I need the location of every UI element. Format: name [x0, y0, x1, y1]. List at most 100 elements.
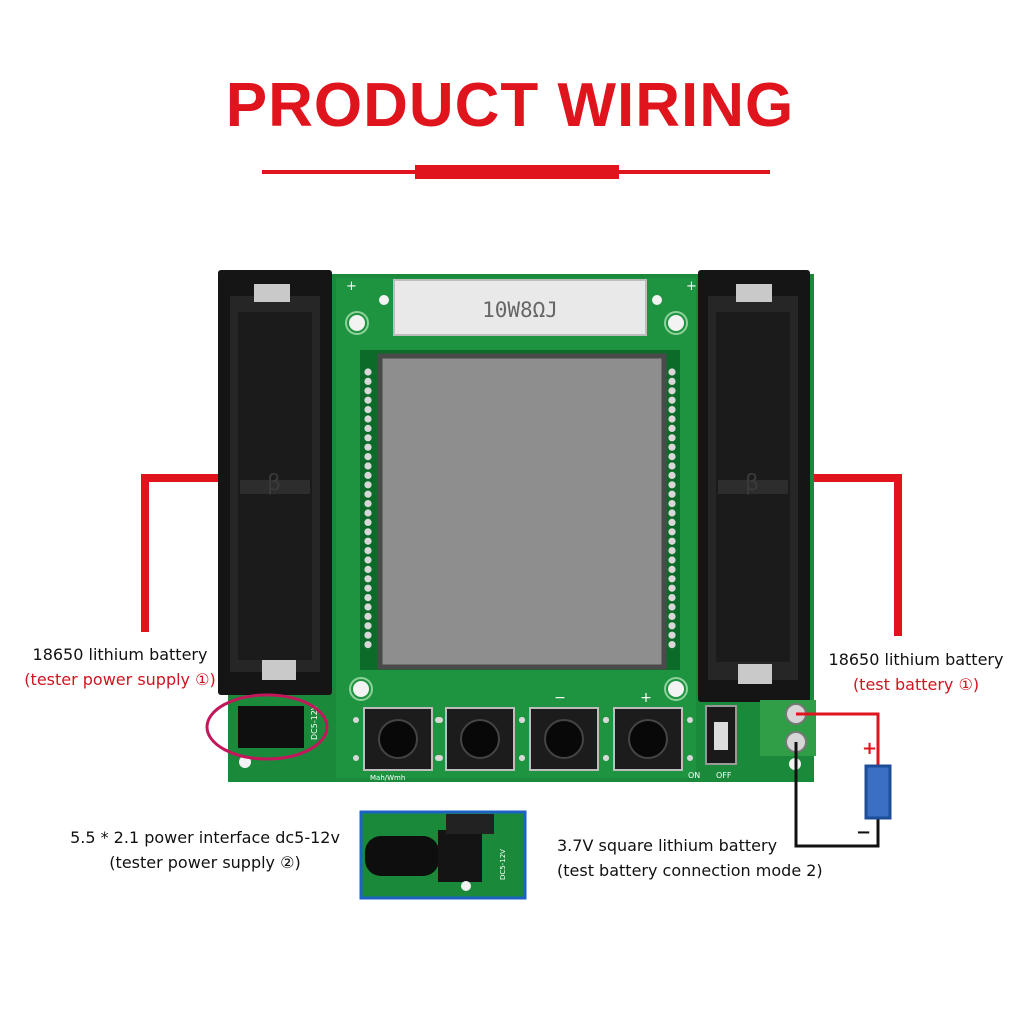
- lcd-pin: [668, 603, 676, 611]
- push-button-1[interactable]: [353, 707, 443, 771]
- lcd-pin: [668, 500, 676, 508]
- label-square-battery-line2: (test battery connection mode 2): [557, 861, 823, 880]
- lcd-screen: [377, 353, 667, 670]
- lcd-pin: [364, 368, 372, 376]
- wire-plus-sign: +: [862, 738, 877, 759]
- lcd-pin: [364, 556, 372, 564]
- wire-negative: [794, 742, 880, 848]
- lcd-pin: [668, 575, 676, 583]
- lcd-pin: [668, 387, 676, 395]
- lcd-pin: [364, 387, 372, 395]
- label-square-battery-line1: 3.7V square lithium battery: [557, 836, 778, 855]
- lcd-pin: [364, 509, 372, 517]
- lcd-pin: [668, 462, 676, 470]
- resistor-label: 10W8ΩJ: [482, 298, 558, 322]
- lcd-pin: [364, 565, 372, 574]
- wire-positive: [796, 712, 880, 766]
- lcd-pin: [668, 377, 676, 385]
- lcd-pin: [364, 575, 372, 583]
- lcd-pin: [668, 453, 676, 461]
- slide-switch: [705, 705, 737, 765]
- lcd-pin: [364, 377, 372, 385]
- lcd-pin: [668, 415, 676, 423]
- dc-silk: DC5-12V: [310, 704, 319, 740]
- dc-jack-highlight: [205, 693, 329, 761]
- lcd-pin: [668, 518, 676, 527]
- battery-holder-right: β: [698, 270, 810, 702]
- lcd-pin: [364, 518, 372, 527]
- battery-logo-right: β: [745, 471, 759, 496]
- label-left-battery-line1: 18650 lithium battery: [32, 645, 208, 664]
- lcd-pin: [668, 490, 676, 498]
- lcd-pin: [364, 471, 372, 479]
- lcd-pin: [668, 622, 676, 630]
- lcd-pin: [364, 612, 372, 621]
- lcd-pin: [668, 368, 676, 376]
- silk-plus: +: [640, 690, 652, 706]
- lcd-pin: [364, 490, 372, 498]
- button-silk-label: Mah/Wmh: [370, 774, 405, 782]
- label-dc-power-line1: 5.5 * 2.1 power interface dc5-12v: [70, 828, 340, 847]
- label-square-battery: 3.7V square lithium battery (test batter…: [557, 833, 823, 883]
- label-right-battery-line1: 18650 lithium battery: [828, 650, 1004, 669]
- silk-plus-top-right: +: [686, 279, 697, 294]
- lcd-pins-left: [364, 368, 372, 649]
- lcd-pin: [668, 612, 676, 621]
- lcd-pin: [668, 406, 676, 414]
- lcd-pin: [364, 434, 372, 442]
- lcd-pin: [668, 556, 676, 564]
- label-left-battery-line2: (tester power supply ①): [24, 670, 216, 689]
- lcd-pin: [668, 584, 676, 592]
- lcd-pin: [668, 547, 676, 555]
- wire-minus-sign: −: [856, 822, 871, 843]
- lcd-pin: [668, 641, 676, 649]
- push-button-3[interactable]: [519, 707, 609, 771]
- label-dc-power-line2: (tester power supply ②): [109, 853, 301, 872]
- lcd-pin: [668, 424, 676, 432]
- lcd-pin: [668, 565, 676, 574]
- lcd-pin: [364, 500, 372, 508]
- lcd-pin: [364, 594, 372, 602]
- switch-off-label: OFF: [716, 771, 732, 780]
- lcd-pin: [364, 537, 372, 545]
- power-resistor: [393, 279, 647, 336]
- lcd-pin: [364, 603, 372, 611]
- lcd-pins-right: [668, 368, 676, 649]
- lcd-pin: [668, 537, 676, 545]
- label-right-battery-line2: (test battery ①): [852, 675, 980, 694]
- lcd-pin: [668, 396, 676, 404]
- lcd-pin: [364, 462, 372, 470]
- label-right-battery: 18650 lithium battery (test battery ①): [818, 647, 1014, 697]
- lcd-pin: [668, 509, 676, 517]
- lcd-pin: [364, 396, 372, 404]
- lcd-pin: [668, 631, 676, 639]
- inset-dc-silk: DC5-12V: [499, 849, 507, 880]
- leader-left: [141, 474, 226, 632]
- lcd-pin: [364, 547, 372, 555]
- lcd-pin: [668, 481, 676, 489]
- lcd-pin: [668, 443, 676, 451]
- page-title: PRODUCT WIRING: [225, 71, 795, 140]
- lcd-pin: [668, 471, 676, 479]
- title-underline-accent: [415, 165, 619, 179]
- lcd-pin: [668, 434, 676, 442]
- push-button-4[interactable]: [603, 707, 693, 771]
- push-button-2[interactable]: [435, 707, 525, 771]
- lcd-pin: [364, 584, 372, 592]
- lcd-pin: [364, 481, 372, 489]
- lcd-pin: [668, 594, 676, 602]
- dc-jack: [238, 706, 304, 748]
- lcd-pin: [364, 622, 372, 630]
- silk-minus: −: [554, 690, 566, 706]
- label-dc-power: 5.5 * 2.1 power interface dc5-12v (teste…: [60, 825, 350, 875]
- label-left-battery: 18650 lithium battery (tester power supp…: [10, 642, 230, 692]
- switch-on-label: ON: [688, 771, 700, 780]
- dc-jack-inset: DC5-12V: [359, 810, 527, 900]
- lcd-pin: [364, 415, 372, 423]
- lcd-pin: [364, 641, 372, 649]
- silk-plus-top-left: +: [346, 279, 357, 294]
- leader-right: [812, 474, 902, 636]
- lcd-pin: [364, 406, 372, 414]
- lcd-pin: [668, 528, 676, 536]
